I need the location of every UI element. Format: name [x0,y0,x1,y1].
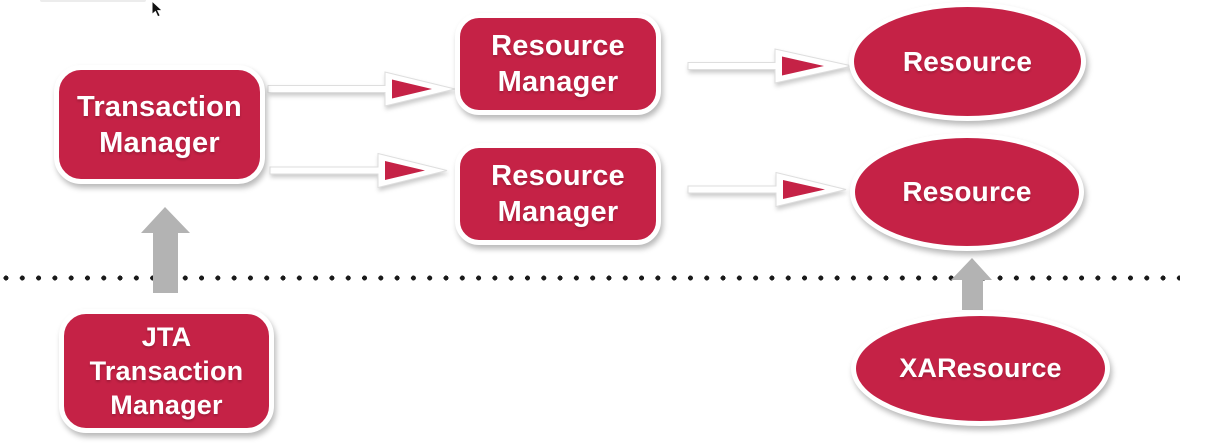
node-resource-bottom: Resource [850,133,1084,251]
arrow-red-head [782,56,824,76]
arrow-outline [687,48,853,84]
arrow-outline [687,171,847,208]
node-label-line: Resource [491,160,625,192]
node-label-line: Manager [497,196,619,228]
node-label-line: Manager [110,390,223,420]
node-label-line: Resource [902,176,1032,207]
node-label-line: XAResource [899,353,1062,383]
node-label-line: Manager [497,66,619,98]
arrow-red-head [783,180,825,199]
node-resource-top: Resource [849,2,1086,121]
node-jta-transaction-manager: JTA Transaction Manager [59,309,274,433]
mouse-cursor-icon [151,0,164,18]
node-label-line: JTA [141,322,192,352]
arrow-transaction-manager-to-resource-manager-top [267,71,456,107]
arrow-resource-manager-bottom-to-resource [687,171,847,208]
arrow-resource-manager-top-to-resource [687,48,853,84]
node-label-line: Transaction [77,90,242,123]
node-label-line: Resource [902,45,1033,77]
node-transaction-manager: Transaction Manager [54,65,265,184]
arrow-red-head [385,161,425,180]
node-label-line: Transaction [89,356,244,386]
cursor-pointer-shape [151,0,164,18]
node-resource-manager-bottom: Resource Manager [455,143,661,245]
arrow-red-head [392,79,432,99]
gray-up-arrow-shape [951,258,992,310]
node-label-line: Resource [491,30,625,62]
node-xaresource: XAResource [851,311,1110,426]
node-label-line: Manager [99,126,220,159]
node-resource-manager-top: Resource Manager [455,13,661,115]
offscreen-shape-fragment [40,0,146,2]
arrow-outline [269,152,448,189]
boundary-dotted-line [3,275,1180,281]
gray-up-arrow-xaresource-to-resource [951,258,992,310]
gray-up-arrow-shape [141,207,190,293]
gray-up-arrow-jta-to-transaction-manager [141,207,190,293]
arrow-transaction-manager-to-resource-manager-bottom [269,152,448,189]
arrow-outline [267,71,456,107]
